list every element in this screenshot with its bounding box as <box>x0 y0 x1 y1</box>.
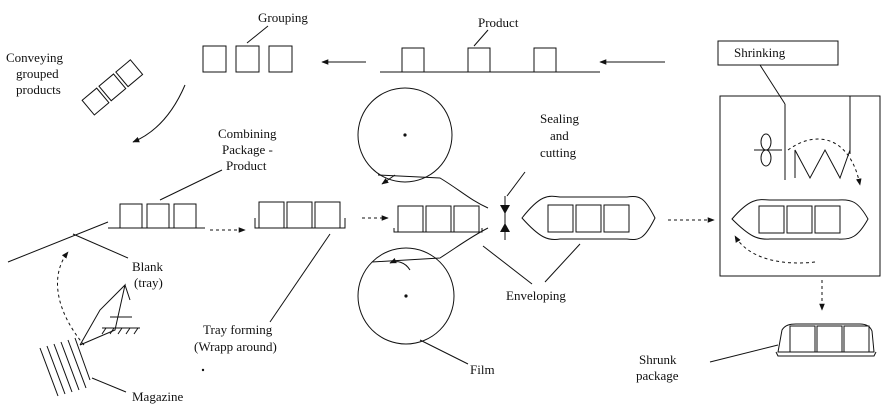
tray-forming-label-2: (Wrapp around) <box>194 339 277 354</box>
grouping-label: Grouping <box>258 10 308 25</box>
grouped-box <box>235 45 260 73</box>
tray-group <box>254 201 346 229</box>
film-bottom-arrow <box>389 257 411 271</box>
shrink-tunnel <box>719 95 881 277</box>
film-top-arrow <box>381 174 396 185</box>
conveying-curve-arrow <box>132 84 186 143</box>
conveying-label-1: Conveying <box>6 50 64 65</box>
sealing-label-1: Sealing <box>540 111 579 126</box>
conveying-group <box>81 59 144 116</box>
film-leader-line <box>419 339 469 365</box>
magazine-leader-line <box>91 377 127 393</box>
blank-label-1: Blank <box>132 259 164 274</box>
product-conveyor <box>380 29 665 73</box>
recirculation-arrow <box>734 235 816 264</box>
sealing-leader-line <box>506 171 526 197</box>
film-web-top <box>377 174 489 209</box>
enveloping-leader-right <box>544 243 581 283</box>
heater-coil <box>794 148 851 180</box>
sealing-label-3: cutting <box>540 145 577 160</box>
shrinking-label-box <box>717 40 839 66</box>
product-box <box>401 47 425 73</box>
shrinking-leader-line <box>759 64 786 105</box>
film-roll-top <box>357 87 453 183</box>
combining-label-2: Package - <box>222 142 273 157</box>
tunnel-package <box>731 199 869 240</box>
shrunk-label-1: Shrunk <box>639 352 677 367</box>
grouping-group <box>202 25 293 73</box>
product-box <box>533 47 557 73</box>
film-web-bottom <box>371 227 489 263</box>
enveloped-package <box>521 195 656 240</box>
magazine-label: Magazine <box>132 389 183 404</box>
shrunk-leader-line <box>709 344 779 363</box>
product-label: Product <box>478 15 519 30</box>
magazine-group <box>39 283 140 397</box>
tray-forming-label-1: Tray forming <box>203 322 273 337</box>
blank-label-2: (tray) <box>134 275 163 290</box>
fan-icon <box>754 133 782 167</box>
combining-group <box>108 169 223 229</box>
blank-tray-line <box>7 221 109 263</box>
grouping-leader-line <box>246 25 269 44</box>
combining-label-1: Combining <box>218 126 277 141</box>
conveying-label-2: grouped <box>16 66 59 81</box>
grouped-box <box>202 45 227 73</box>
enveloping-entry-group <box>393 205 483 233</box>
product-box <box>467 47 491 73</box>
film-roll-bottom <box>357 247 455 345</box>
shrinking-label: Shrinking <box>734 45 786 60</box>
magazine-to-blank-arrow <box>57 251 85 346</box>
combining-leader-line <box>159 169 223 201</box>
shrunk-package <box>775 323 877 357</box>
combining-label-3: Product <box>226 158 267 173</box>
enveloping-label: Enveloping <box>506 288 566 303</box>
grouped-box <box>268 45 293 73</box>
film-label: Film <box>470 362 495 377</box>
enveloping-leader-left <box>482 245 533 285</box>
sealing-jaws <box>500 171 526 240</box>
stray-dot <box>201 368 205 372</box>
tray-forming-leader-line <box>269 233 331 323</box>
conveying-label-3: products <box>16 82 61 97</box>
sealing-label-2: and <box>550 128 569 143</box>
product-leader-line <box>473 29 489 47</box>
shrunk-label-2: package <box>636 368 679 383</box>
blank-leader-line <box>72 233 129 259</box>
hot-air-flow-arrow <box>787 138 862 186</box>
